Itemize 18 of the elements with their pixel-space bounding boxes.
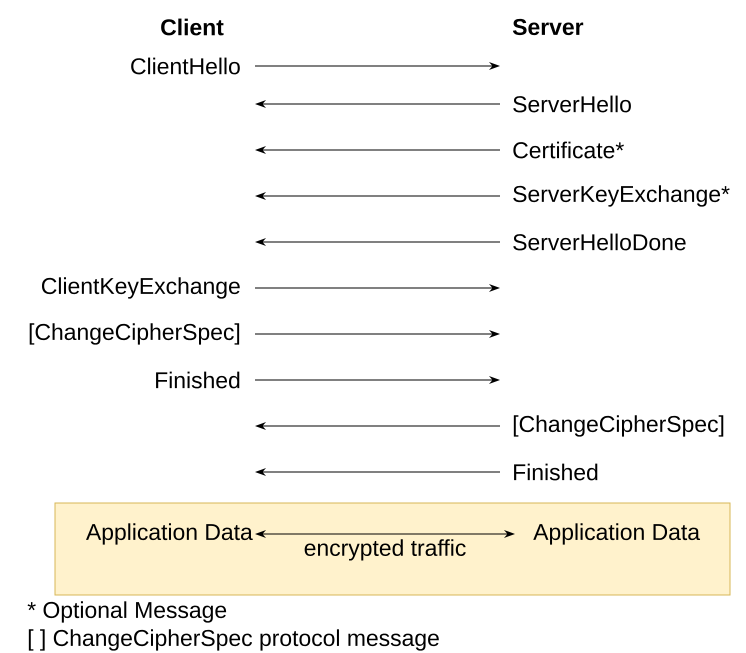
footnote: [ ] ChangeCipherSpec protocol message — [28, 629, 439, 651]
message-label: ServerKeyExchange* — [513, 185, 730, 207]
column-heading: Server — [512, 18, 584, 36]
message-label: Certificate* — [513, 142, 624, 158]
message-label: Finished — [514, 464, 598, 480]
message-label: ClientKeyExchange — [42, 277, 240, 299]
endpoint-label: Application Data — [86, 523, 253, 545]
message-label: ServerHello — [513, 96, 631, 112]
footnote: * Optional Message — [28, 601, 226, 623]
message-label: [ChangeCipherSpec] — [30, 323, 240, 345]
message-label: ServerHelloDone — [513, 234, 686, 250]
edge-label: encrypted traffic — [302, 538, 468, 562]
column-heading: Client — [161, 18, 224, 36]
encrypted-channel-box — [54, 502, 730, 596]
endpoint-label: Application Data — [533, 523, 700, 545]
message-label: Finished — [156, 372, 240, 388]
message-label: ClientHello — [131, 58, 240, 74]
message-label: [ChangeCipherSpec] — [514, 415, 724, 437]
